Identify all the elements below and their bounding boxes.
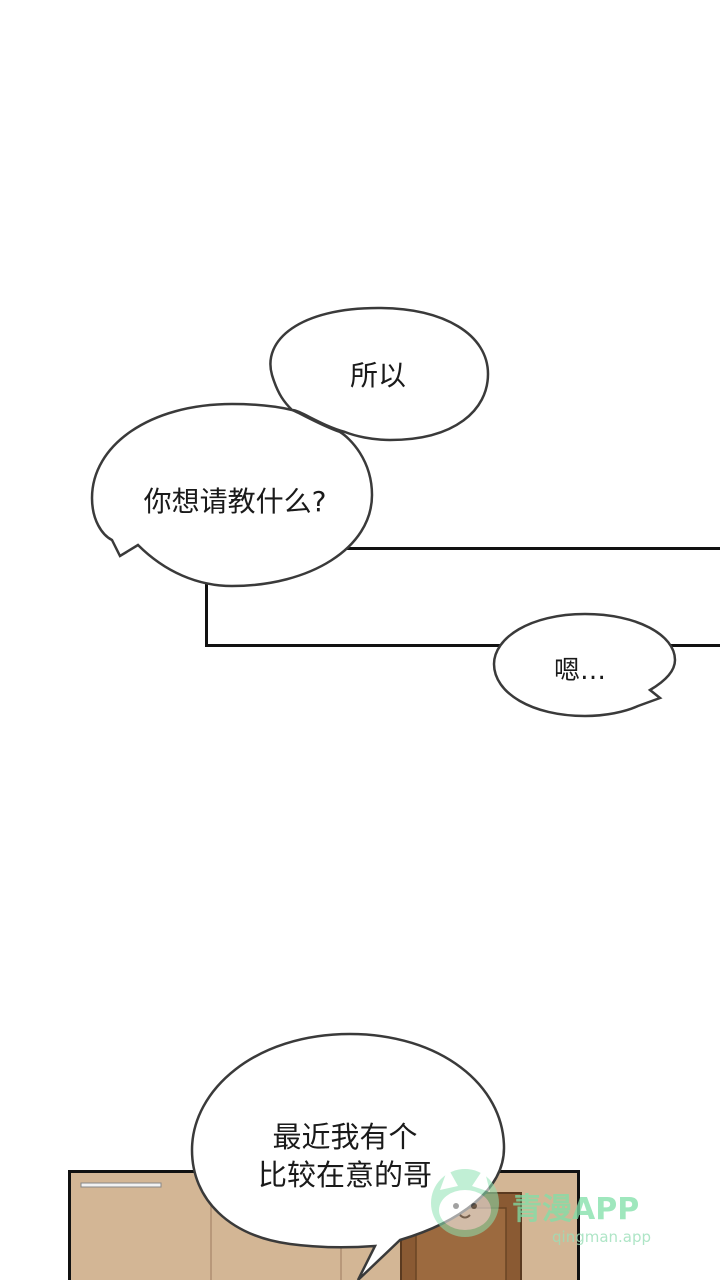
cat-logo-icon (431, 1168, 499, 1237)
bubble-brother-line2: 比较在意的哥 (257, 1158, 432, 1192)
bubble-hmm-text: 嗯… (553, 656, 606, 686)
bubble-brother-line1: 最近我有个 (272, 1120, 418, 1154)
bubble-so-shape (269, 306, 490, 442)
watermark-brand: 青漫APP (512, 1192, 640, 1227)
bubble-brother-shape (190, 1032, 506, 1280)
panel-frame (205, 547, 720, 647)
bubble-ask-shape (90, 402, 374, 588)
bubble-so-text: 所以 (349, 359, 406, 392)
bubble-ask-text: 你想请教什么? (143, 485, 327, 518)
bubble-hmm-shape (492, 612, 677, 718)
watermark-url: qingman.app (552, 1228, 652, 1246)
